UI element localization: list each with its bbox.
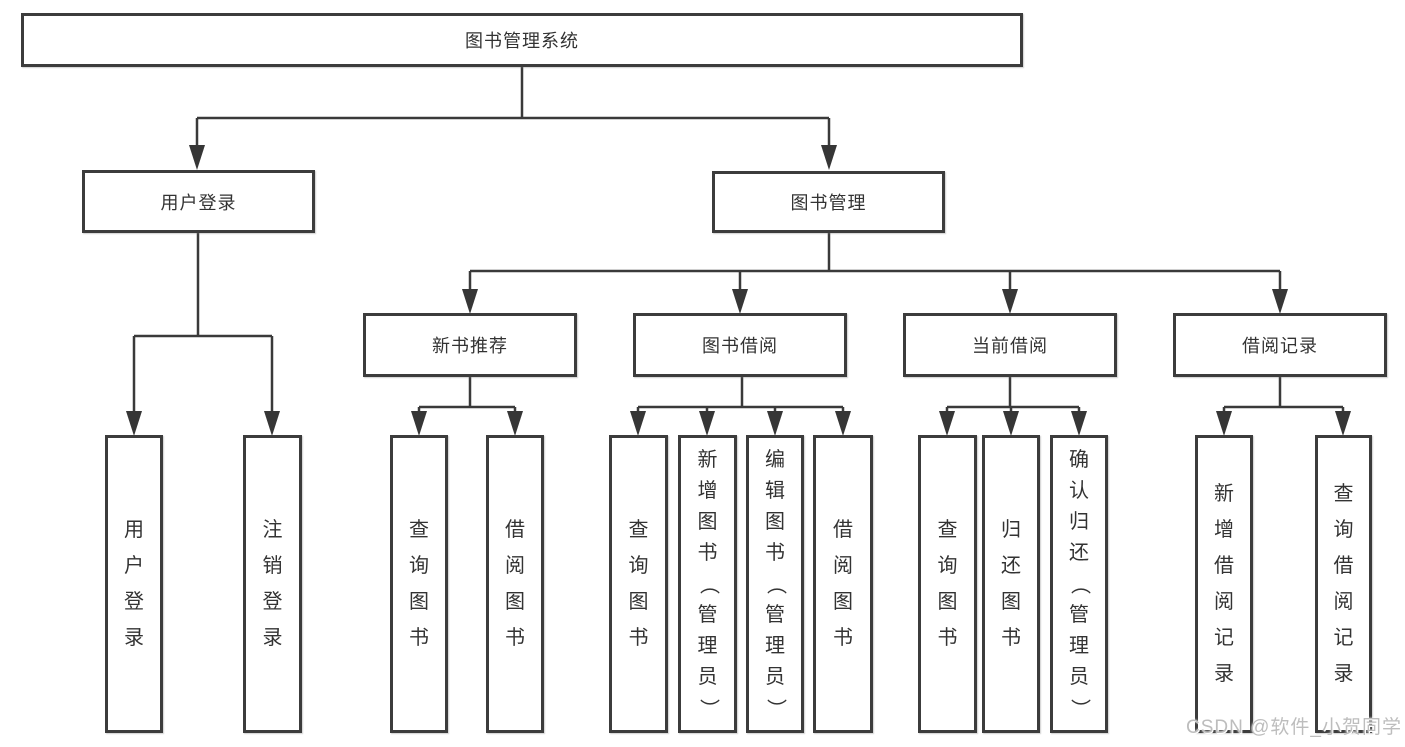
- leaf-add-book-admin: 新增图书（管理员）: [678, 435, 737, 733]
- node-current-borrowing: 当前借阅: [903, 313, 1117, 377]
- leaf-return-book: 归还图书: [982, 435, 1040, 733]
- node-user-login: 用户登录: [82, 170, 315, 233]
- leaf-confirm-return-admin: 确认归还（管理员）: [1050, 435, 1108, 733]
- csdn-watermark: CSDN @软件_小贺同学: [1186, 717, 1402, 738]
- node-book-management: 图书管理: [712, 171, 945, 233]
- leaf-query-borrow-record: 查询借阅记录: [1315, 435, 1372, 733]
- leaf-user-login: 用户登录: [105, 435, 163, 733]
- leaf-query-book-current: 查询图书: [918, 435, 977, 733]
- node-book-borrowing: 图书借阅: [633, 313, 847, 377]
- leaf-edit-book-admin: 编辑图书（管理员）: [746, 435, 804, 733]
- leaf-borrow-book: 借阅图书: [813, 435, 873, 733]
- leaf-borrow-book-recommend: 借阅图书: [486, 435, 544, 733]
- leaf-query-book-borrowing: 查询图书: [609, 435, 668, 733]
- node-new-book-recommendation: 新书推荐: [363, 313, 577, 377]
- leaf-add-borrow-record: 新增借阅记录: [1195, 435, 1253, 733]
- leaf-logout: 注销登录: [243, 435, 302, 733]
- node-root: 图书管理系统: [21, 13, 1023, 67]
- node-borrowing-records: 借阅记录: [1173, 313, 1387, 377]
- leaf-query-book-recommend: 查询图书: [390, 435, 448, 733]
